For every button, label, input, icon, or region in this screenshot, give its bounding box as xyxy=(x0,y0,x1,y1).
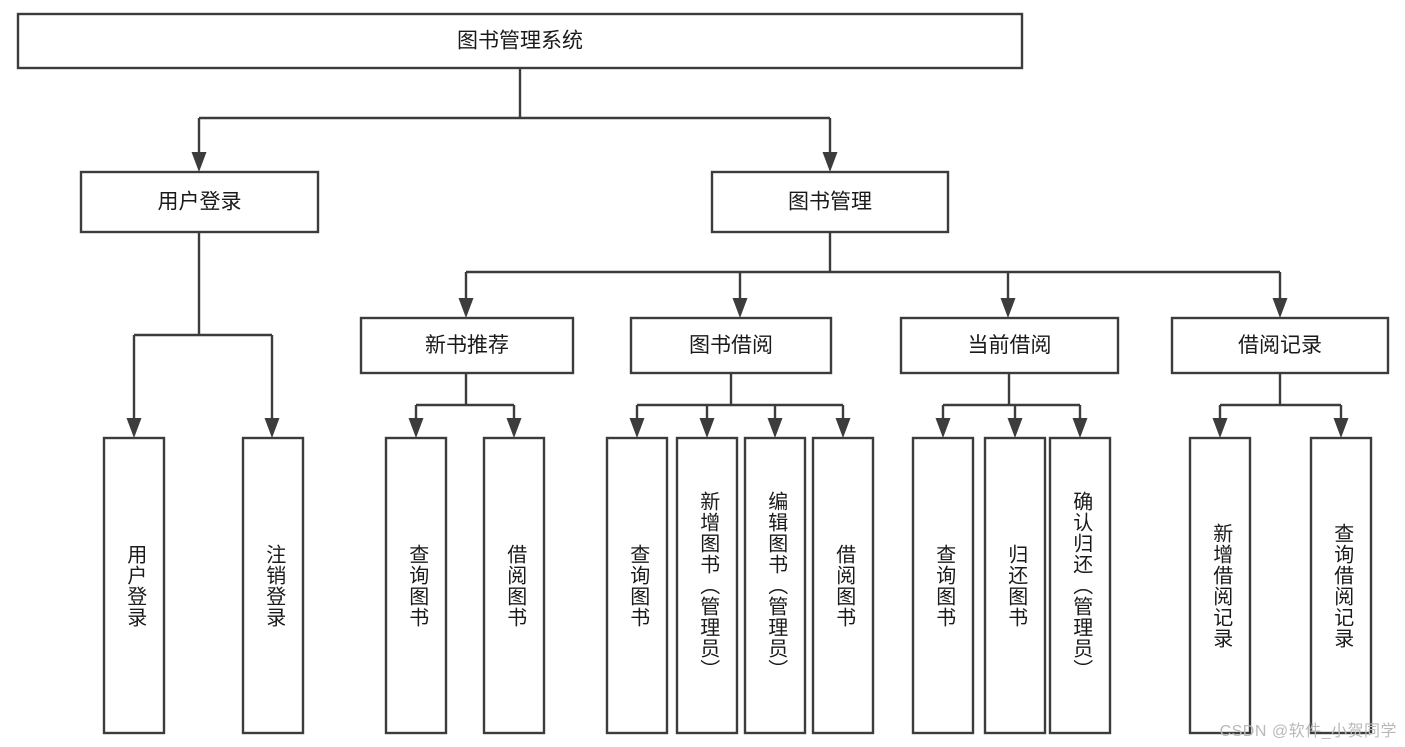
node-box-leaf-query-book-2[interactable] xyxy=(605,436,669,735)
node-box-current-borrow[interactable] xyxy=(899,316,1120,375)
arrow-head-borrow_to_leaves-3 xyxy=(835,418,851,438)
arrow-head-book_manage_to_l2-3 xyxy=(1272,298,1288,318)
node-box-root[interactable] xyxy=(16,12,1024,70)
edge-group-user_login_to_leaves xyxy=(126,232,280,438)
node-box-leaf-add-record[interactable] xyxy=(1188,436,1252,735)
node-label-current-borrow: 当前借阅 xyxy=(968,334,1052,357)
arrow-head-record_to_leaves-0 xyxy=(1212,418,1228,438)
edge-group-borrow_to_leaves xyxy=(629,373,851,438)
arrow-head-recommend_to_leaves-1 xyxy=(506,418,522,438)
arrow-head-borrow_to_leaves-0 xyxy=(629,418,645,438)
arrow-head-user_login_to_leaves-1 xyxy=(264,418,280,438)
arrow-head-book_manage_to_l2-1 xyxy=(732,298,748,318)
arrow-head-root_to_l1-1 xyxy=(822,152,838,172)
node-box-user-login[interactable] xyxy=(79,170,320,234)
node-box-leaf-query-book-1[interactable] xyxy=(384,436,448,735)
node-label-new-book-recommend: 新书推荐 xyxy=(425,334,509,357)
node-box-leaf-query-book-3[interactable] xyxy=(911,436,975,735)
edge-group-record_to_leaves xyxy=(1212,373,1349,438)
node-label-book-manage: 图书管理 xyxy=(788,191,872,214)
edge-group-current_to_leaves xyxy=(935,373,1088,438)
edge-group-book_manage_to_l2 xyxy=(458,232,1288,318)
node-box-borrow-record[interactable] xyxy=(1170,316,1390,375)
arrow-head-current_to_leaves-2 xyxy=(1072,418,1088,438)
arrow-head-current_to_leaves-1 xyxy=(1007,418,1023,438)
node-box-leaf-add-book[interactable] xyxy=(675,436,739,735)
edge-group-recommend_to_leaves xyxy=(408,373,522,438)
node-box-leaf-edit-book[interactable] xyxy=(743,436,807,735)
arrow-head-record_to_leaves-1 xyxy=(1333,418,1349,438)
edges-layer xyxy=(126,68,1349,438)
node-label-user-login: 用户登录 xyxy=(158,191,242,214)
arrow-head-user_login_to_leaves-0 xyxy=(126,418,142,438)
node-box-leaf-borrow-book-1[interactable] xyxy=(482,436,546,735)
edge-group-root_to_l1 xyxy=(191,68,838,172)
arrow-head-current_to_leaves-0 xyxy=(935,418,951,438)
node-box-leaf-confirm-return[interactable] xyxy=(1048,436,1112,735)
watermark-text: CSDN @软件_小贺同学 xyxy=(1219,723,1397,740)
node-box-book-manage[interactable] xyxy=(710,170,950,234)
node-box-leaf-borrow-book-2[interactable] xyxy=(811,436,875,735)
node-box-leaf-user-login[interactable] xyxy=(102,436,166,735)
boxes-layer xyxy=(16,12,1390,735)
node-box-new-book-recommend[interactable] xyxy=(359,316,575,375)
arrow-head-recommend_to_leaves-0 xyxy=(408,418,424,438)
node-box-leaf-return-book[interactable] xyxy=(983,436,1047,735)
node-box-leaf-logout[interactable] xyxy=(241,436,305,735)
arrow-head-borrow_to_leaves-1 xyxy=(699,418,715,438)
node-box-leaf-query-record[interactable] xyxy=(1309,436,1373,735)
arrow-head-borrow_to_leaves-2 xyxy=(767,418,783,438)
node-label-book-borrow: 图书借阅 xyxy=(689,334,773,357)
arrow-head-book_manage_to_l2-0 xyxy=(458,298,474,318)
node-box-book-borrow[interactable] xyxy=(629,316,833,375)
arrow-head-root_to_l1-0 xyxy=(191,152,207,172)
node-label-root: 图书管理系统 xyxy=(457,30,583,53)
node-label-borrow-record: 借阅记录 xyxy=(1238,334,1322,357)
arrow-head-book_manage_to_l2-2 xyxy=(1000,298,1016,318)
